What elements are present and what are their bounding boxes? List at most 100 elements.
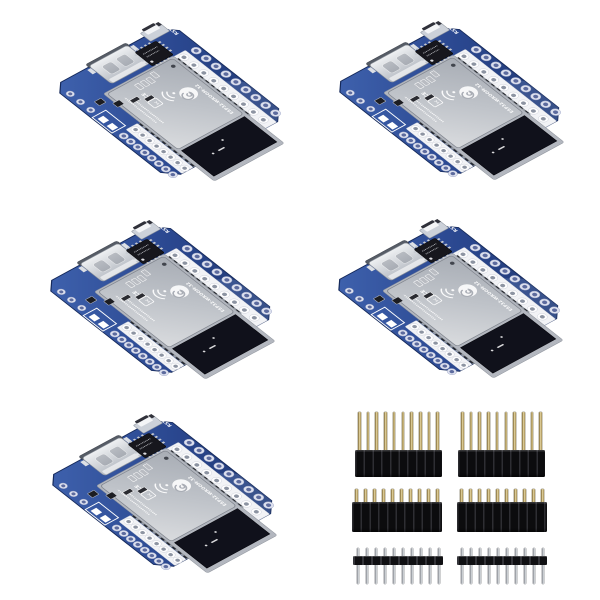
through-hole-center	[121, 134, 127, 138]
fcc-mark-box	[427, 96, 444, 108]
chip-pin1-dot	[141, 258, 145, 261]
header-pin	[460, 548, 463, 584]
holes-right-inner	[169, 251, 260, 322]
smd-components	[85, 269, 152, 306]
header-pin	[478, 489, 481, 504]
through-hole-center	[133, 348, 139, 353]
footprint-pad	[377, 114, 390, 123]
holes-right-outer	[183, 439, 274, 509]
pin1-dot	[449, 261, 455, 265]
through-hole-center	[152, 348, 157, 352]
holes-left-inner	[409, 323, 469, 369]
usb-solder-pad	[367, 67, 377, 74]
through-hole-center	[112, 332, 118, 336]
smd-resistor	[422, 291, 435, 299]
through-hole-center	[204, 471, 210, 475]
smd-capacitor	[139, 79, 151, 88]
header-pin	[532, 489, 535, 504]
through-hole-center	[250, 110, 256, 114]
usb-lip	[102, 452, 141, 475]
through-hole-center	[234, 285, 240, 290]
through-hole-center	[128, 537, 134, 541]
header-pin	[496, 548, 499, 584]
through-hole-center	[159, 353, 164, 357]
smd-resistor	[423, 93, 436, 101]
through-hole-center	[214, 270, 220, 274]
through-hole-center	[539, 315, 545, 319]
chip-text-mark	[146, 50, 160, 58]
through-hole-center	[184, 455, 190, 459]
board-1: CE FC ESP32-WROOM-32	[52, 21, 288, 181]
smd-capacitor	[418, 276, 430, 285]
through-hole-center	[182, 261, 188, 265]
through-hole-center	[367, 305, 372, 309]
usb-solder-pad	[80, 460, 90, 467]
holes-left-inner	[410, 125, 470, 171]
connector-footprint	[370, 306, 406, 331]
usb-solder-pad	[87, 68, 97, 75]
usb-solder-pad	[78, 266, 88, 273]
footprint-outline	[82, 307, 118, 332]
smd-transistor	[87, 490, 99, 498]
through-hole-center	[142, 548, 148, 552]
antenna-mark	[497, 145, 506, 151]
usb-serial-chip	[414, 39, 453, 66]
usb-dimple	[116, 54, 135, 67]
footprint-pad	[385, 319, 398, 328]
reset-button	[131, 219, 161, 240]
through-hole-center	[543, 102, 549, 107]
pin1-dot	[161, 262, 167, 266]
footprint-outline	[91, 109, 127, 134]
serial-text-mark	[134, 100, 164, 124]
header-pin	[487, 489, 490, 504]
through-hole-center	[490, 276, 496, 280]
usb-dimple	[381, 258, 400, 272]
antenna-section	[174, 508, 271, 569]
header-pin	[410, 548, 413, 584]
smd-capacitor	[428, 268, 440, 276]
usb-dimple	[93, 259, 112, 273]
through-hole-center	[114, 526, 120, 530]
through-hole-center	[181, 55, 187, 59]
through-hole-center	[272, 111, 279, 115]
header-pin	[366, 412, 370, 452]
header-pin	[400, 489, 403, 504]
reset-button	[140, 21, 170, 42]
through-hole-center	[233, 80, 239, 84]
through-hole-center	[243, 87, 249, 92]
smd-capacitor	[142, 463, 154, 471]
through-hole-center	[513, 79, 519, 83]
fcc-mark-box	[138, 295, 155, 307]
through-hole-center	[224, 486, 230, 491]
through-hole-center	[175, 161, 180, 165]
through-hole-center	[461, 363, 466, 367]
header-pin	[523, 489, 526, 504]
antenna-section	[172, 314, 269, 375]
through-hole-center	[61, 484, 66, 488]
wifi-icon	[154, 483, 169, 494]
header-pin	[521, 412, 525, 452]
reset-button	[133, 413, 163, 434]
header-pin	[418, 412, 422, 452]
reset-button-cap	[420, 220, 439, 232]
smd-capacitor	[414, 81, 425, 90]
header-body	[355, 450, 442, 477]
header-pin	[382, 489, 385, 504]
through-hole-center	[142, 150, 148, 155]
through-hole-center	[172, 253, 178, 257]
through-hole-center	[224, 278, 230, 282]
through-hole-center	[135, 542, 141, 547]
ce-mark: CE	[420, 90, 431, 98]
ce-mark: CE	[140, 91, 151, 99]
smd-transistor	[112, 99, 125, 108]
header-pin	[427, 412, 431, 452]
through-hole-center	[421, 347, 427, 352]
through-hole-center	[501, 85, 507, 90]
through-hole-center	[472, 245, 478, 250]
board-3: CE FC ESP32-WROOM-32	[43, 219, 279, 379]
through-hole-center	[163, 167, 169, 171]
reset-button-cap	[141, 23, 160, 35]
smd-capacitor	[136, 274, 147, 282]
holes-right-outer	[470, 46, 561, 116]
